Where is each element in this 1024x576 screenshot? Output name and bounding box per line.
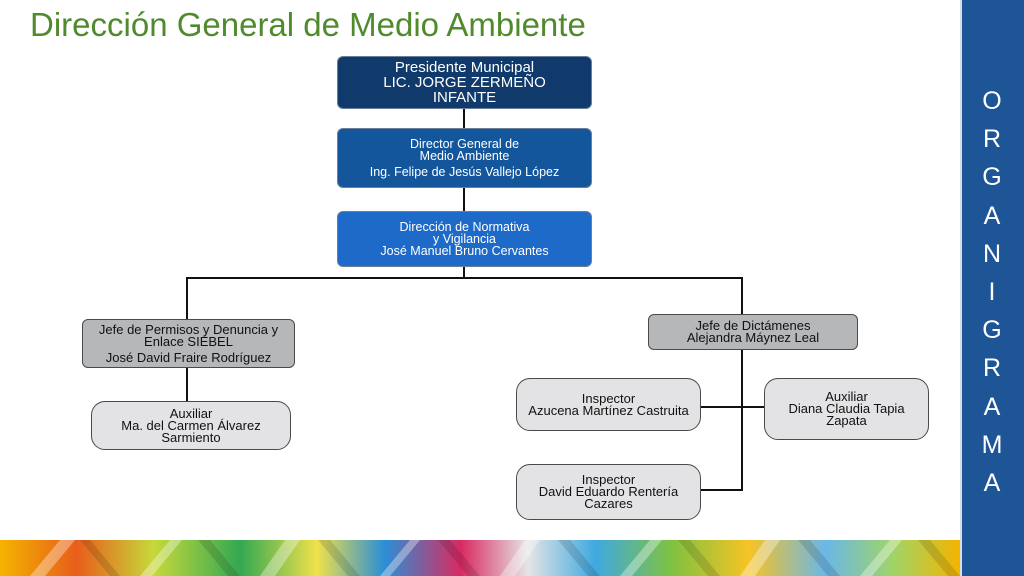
side-letter: G <box>982 163 1002 192</box>
node-inspector-david: Inspector David Eduardo Rentería Cazares <box>516 464 701 520</box>
page-title: Dirección General de Medio Ambiente <box>30 6 586 43</box>
node-line: Auxiliar <box>169 405 213 421</box>
connector-line <box>463 109 465 129</box>
connector-line <box>186 367 188 402</box>
node-line: Ma. del Carmen Álvarez <box>121 417 261 433</box>
node-line: Cazares <box>584 496 633 511</box>
node-line: Ing. Felipe de Jesús Vallejo López <box>369 165 560 179</box>
node-line: Zapata <box>826 413 867 428</box>
connector-line <box>463 187 465 212</box>
connector-line <box>186 277 188 320</box>
side-letter: M <box>981 430 1003 459</box>
node-line: Director General de <box>409 137 520 151</box>
side-letters: O R G A N I G R A M A <box>960 82 1024 502</box>
node-jefe-permisos: Jefe de Permisos y Denuncia y Enlace SIE… <box>82 319 295 368</box>
node-line: David Eduardo Rentería <box>538 484 679 499</box>
connector-line <box>700 406 765 408</box>
side-letter: G <box>982 316 1002 345</box>
side-letter: A <box>983 392 1001 421</box>
node-line: Medio Ambiente <box>419 149 510 163</box>
node-line: LIC. JORGE ZERMEÑO <box>383 74 546 91</box>
node-inspector-azucena: Inspector Azucena Martínez Castruita <box>516 378 701 431</box>
side-letter: R <box>982 125 1002 154</box>
connector-line <box>741 277 743 491</box>
node-director-general: Director General de Medio Ambiente Ing. … <box>337 128 592 188</box>
node-line: Auxiliar <box>825 389 868 404</box>
node-line: Presidente Municipal <box>394 59 535 76</box>
side-letter: A <box>983 201 1001 230</box>
side-letter: O <box>982 87 1002 115</box>
node-line: Azucena Martínez Castruita <box>528 402 689 418</box>
node-jefe-dictamenes: Jefe de Dictámenes Alejandra Máynez Leal <box>648 314 858 350</box>
node-line: Diana Claudia Tapia <box>788 401 905 416</box>
node-direccion-normativa: Dirección de Normativa y Vigilancia José… <box>337 211 592 267</box>
node-line: y Vigilancia <box>432 232 496 246</box>
connector-line <box>186 277 743 279</box>
node-auxiliar-right: Auxiliar Diana Claudia Tapia Zapata <box>764 378 929 440</box>
side-letter: N <box>982 239 1002 268</box>
node-presidente-municipal: Presidente Municipal LIC. JORGE ZERMEÑO … <box>337 56 592 109</box>
node-line: Dirección de Normativa <box>399 220 530 234</box>
organigrama-side-band: O R G A N I G R A M A <box>960 0 1024 576</box>
node-line: Alejandra Máynez Leal <box>686 330 820 345</box>
connector-line <box>700 489 743 491</box>
node-line: José David Fraire Rodríguez <box>105 349 272 365</box>
connector-line <box>463 266 465 278</box>
decorative-bottom-strip <box>0 540 960 576</box>
node-line: Sarmiento <box>161 429 221 445</box>
side-letter: I <box>988 278 996 307</box>
node-line: Inspector <box>581 472 636 487</box>
node-line: Inspector <box>581 390 636 406</box>
node-auxiliar-left: Auxiliar Ma. del Carmen Álvarez Sarmient… <box>91 401 291 450</box>
side-letter: A <box>983 469 1001 498</box>
node-line: José Manuel Bruno Cervantes <box>380 244 549 258</box>
node-line: Jefe de Permisos y Denuncia y <box>98 321 279 337</box>
node-line: INFANTE <box>432 89 497 106</box>
node-line: Jefe de Dictámenes <box>695 318 811 333</box>
node-line: Enlace SIEBEL <box>144 333 233 349</box>
side-letter: R <box>982 354 1002 383</box>
